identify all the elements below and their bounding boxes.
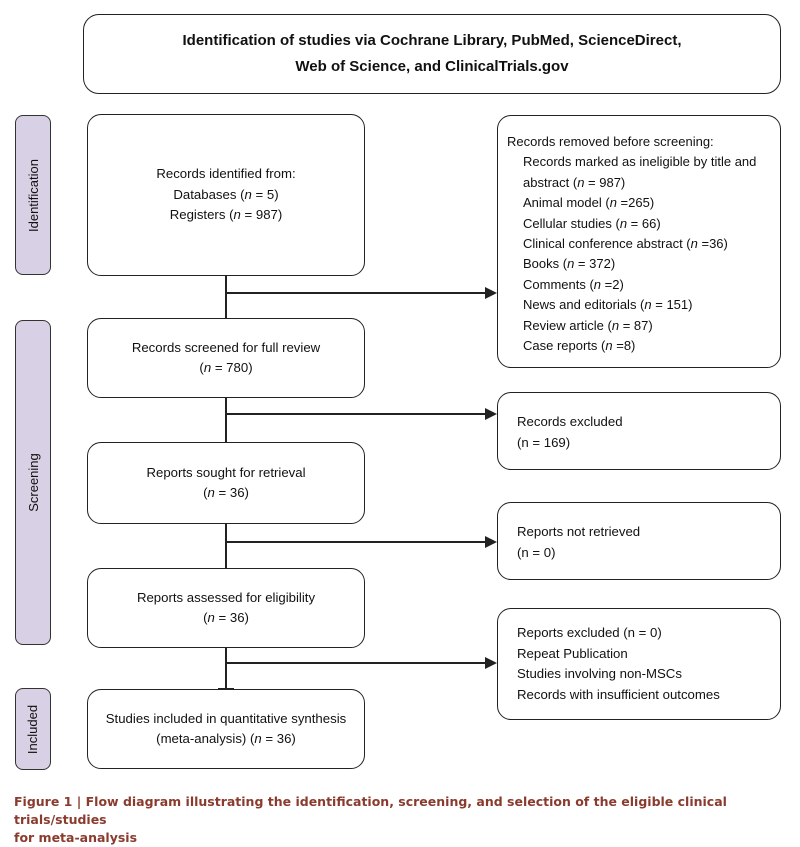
reports-sought-box: Reports sought for retrieval (n = 36) bbox=[87, 442, 365, 524]
removed-item-case-reports: Case reports (n =8) bbox=[523, 338, 636, 354]
removed-item-conference: Clinical conference abstract (n =36) bbox=[523, 236, 728, 252]
records-excluded-count: (n = 169) bbox=[517, 434, 571, 450]
records-screened-title: Records screened for full review bbox=[131, 339, 321, 355]
records-identified-box: Records identified from: Databases (n = … bbox=[87, 114, 365, 276]
connector-identified-screened bbox=[225, 276, 227, 318]
arrowhead-not-retrieved bbox=[485, 536, 497, 548]
figure-caption: Figure 1 | Flow diagram illustrating the… bbox=[14, 793, 794, 847]
reports-sought-title: Reports sought for retrieval bbox=[146, 464, 306, 480]
arrow-to-reports-excluded bbox=[226, 662, 485, 664]
reason-non-mscs: Studies involving non-MSCs bbox=[517, 666, 682, 681]
records-screened-box: Records screened for full review (n = 78… bbox=[87, 318, 365, 398]
studies-included-title: Studies included in quantitative synthes… bbox=[105, 710, 347, 726]
phase-screening-label: Screening bbox=[25, 453, 41, 512]
reports-not-retrieved-box: Reports not retrieved (n = 0) bbox=[497, 502, 781, 580]
records-excluded-box: Records excluded (n = 169) bbox=[497, 392, 781, 470]
caption-line-1: Figure 1 | Flow diagram illustrating the… bbox=[14, 794, 727, 827]
reports-excluded-count: Reports excluded (n = 0) bbox=[517, 625, 662, 640]
removed-item-books: Books (n = 372) bbox=[523, 256, 616, 272]
header-box: Identification of studies via Cochrane L… bbox=[83, 14, 781, 94]
connector-included-tick bbox=[218, 688, 234, 690]
databases-count: Databases (n = 5) bbox=[173, 186, 279, 202]
header-line-1: Identification of studies via Cochrane L… bbox=[182, 32, 682, 49]
phase-identification-label: Identification bbox=[25, 158, 41, 232]
records-removed-title: Records removed before screening: bbox=[507, 134, 714, 149]
records-excluded-title: Records excluded bbox=[517, 414, 623, 429]
header-line-2: Web of Science, and ClinicalTrials.gov bbox=[295, 58, 569, 75]
arrow-to-excluded bbox=[226, 413, 485, 415]
removed-item-animal: Animal model (n =265) bbox=[523, 195, 655, 211]
removed-item-news: News and editorials (n = 151) bbox=[523, 297, 693, 313]
phase-included-label: Included bbox=[25, 704, 41, 754]
phase-identification: Identification bbox=[15, 115, 51, 275]
removed-item-ineligible: Records marked as ineligible by title an… bbox=[523, 154, 757, 190]
connector-screened-sought bbox=[225, 398, 227, 442]
arrow-to-not-retrieved bbox=[226, 541, 485, 543]
reports-not-retrieved-count: (n = 0) bbox=[517, 544, 556, 560]
registers-count: Registers (n = 987) bbox=[169, 207, 283, 223]
arrowhead-excluded bbox=[485, 408, 497, 420]
records-identified-title: Records identified from: bbox=[156, 166, 296, 182]
studies-included-box: Studies included in quantitative synthes… bbox=[87, 689, 365, 769]
reports-assessed-box: Reports assessed for eligibility (n = 36… bbox=[87, 568, 365, 648]
records-screened-count: (n = 780) bbox=[199, 360, 253, 375]
reports-not-retrieved-title: Reports not retrieved bbox=[517, 524, 641, 539]
caption-line-2: for meta-analysis bbox=[14, 830, 138, 845]
records-removed-box: Records removed before screening: Record… bbox=[497, 115, 781, 368]
connector-sought-assessed bbox=[225, 524, 227, 568]
arrowhead-removed bbox=[485, 287, 497, 299]
phase-included: Included bbox=[15, 688, 51, 770]
connector-assessed-included bbox=[225, 648, 227, 689]
removed-item-cellular: Cellular studies (n = 66) bbox=[523, 215, 661, 231]
reports-assessed-count: (n = 36) bbox=[203, 610, 249, 625]
reason-repeat-publication: Repeat Publication bbox=[517, 645, 628, 661]
removed-item-review: Review article (n = 87) bbox=[523, 317, 653, 333]
phase-screening: Screening bbox=[15, 320, 51, 645]
arrowhead-reports-excluded bbox=[485, 657, 497, 669]
reports-sought-count: (n = 36) bbox=[203, 485, 249, 500]
arrow-to-removed bbox=[226, 292, 485, 294]
removed-item-comments: Comments (n =2) bbox=[523, 276, 624, 292]
studies-included-count: (meta-analysis) (n = 36) bbox=[156, 731, 296, 746]
reports-excluded-box: Reports excluded (n = 0) Repeat Publicat… bbox=[497, 608, 781, 720]
reason-insufficient-outcomes: Records with insufficient outcomes bbox=[517, 686, 720, 702]
reports-assessed-title: Reports assessed for eligibility bbox=[136, 589, 316, 605]
